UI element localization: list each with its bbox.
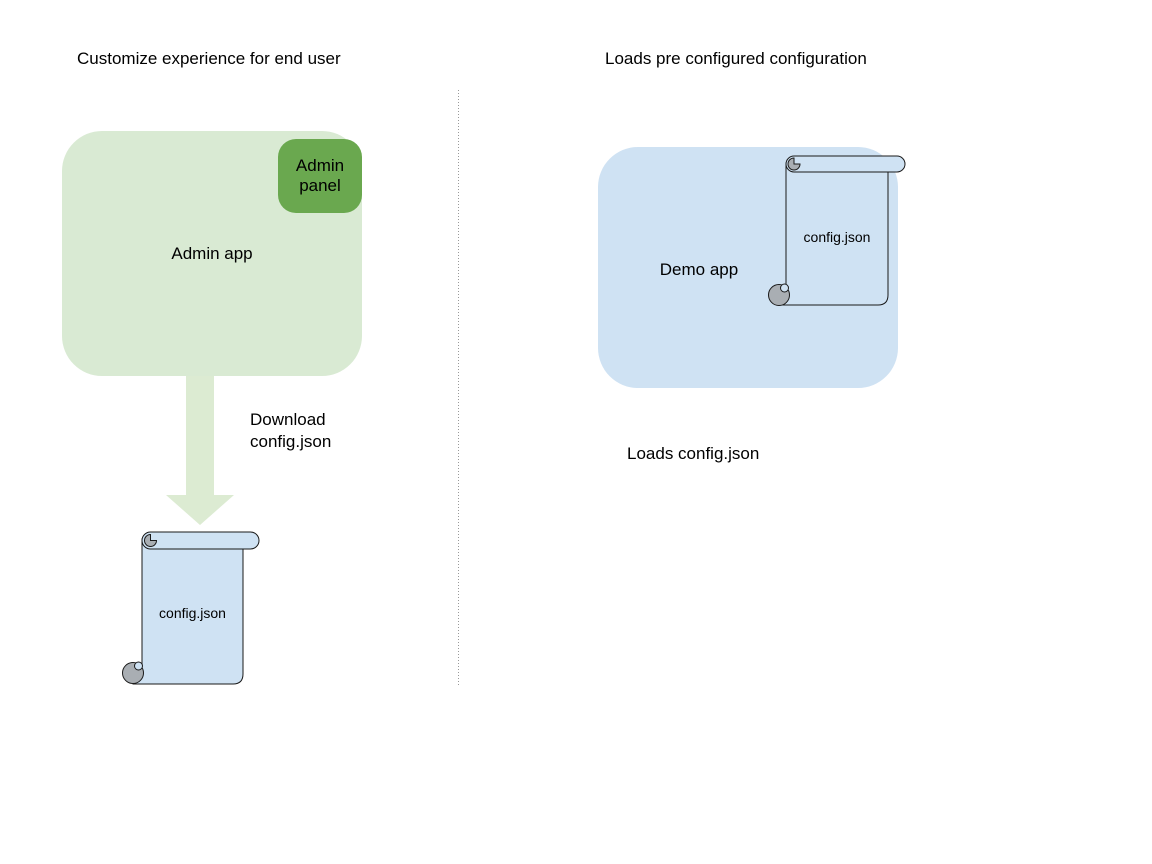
config-file-label: config.json [159,605,226,621]
demo-app-label: Demo app [659,260,739,279]
loads-config-label: Loads config.json [627,444,760,463]
config-file-scroll-icon [768,155,906,306]
admin-app-label: Admin app [171,243,253,263]
admin-panel-box: Admin panel [278,139,362,213]
left-section-title: Customize experience for end user [77,49,341,68]
admin-panel-label: Admin panel [295,156,345,195]
config-file-scroll-icon [122,531,260,685]
config-file-label: config.json [803,229,871,245]
download-arrow-icon [166,376,234,525]
download-config-label: Download config.json [250,410,332,451]
right-section-title: Loads pre configured configuration [605,49,867,68]
section-divider [458,90,459,686]
